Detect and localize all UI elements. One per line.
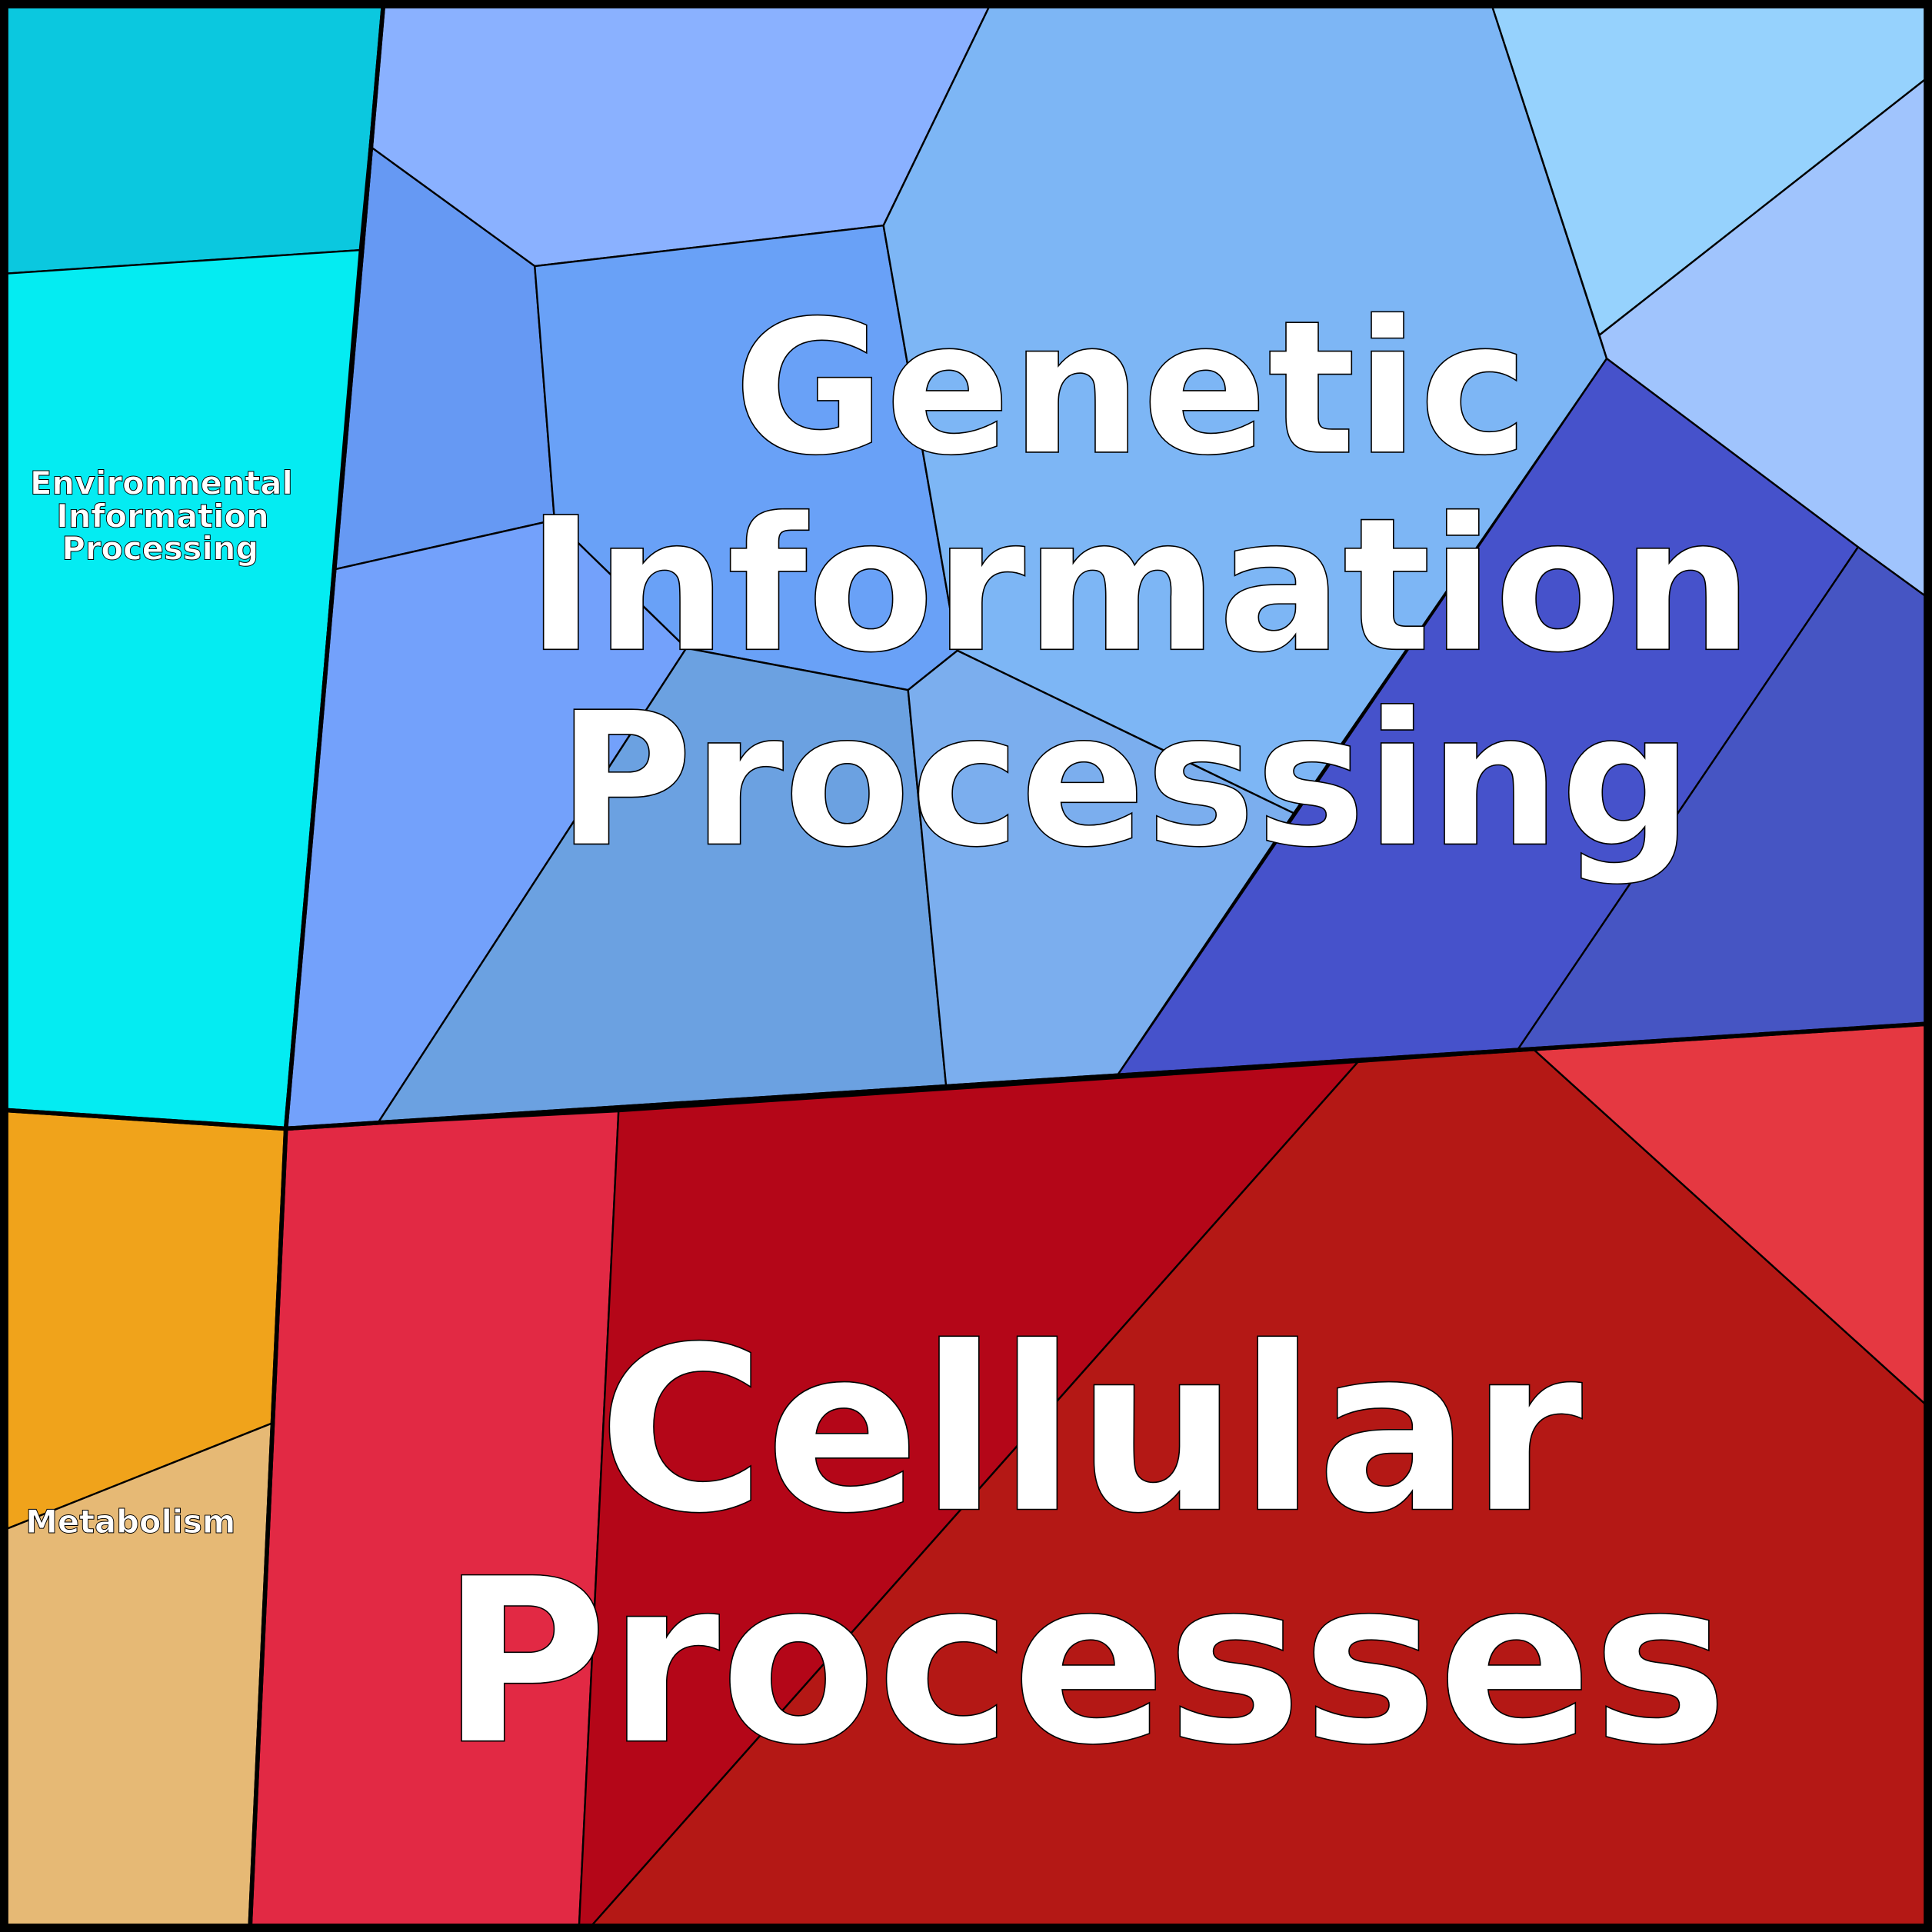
- label-line: Genetic: [734, 281, 1529, 496]
- label-line: Information: [56, 498, 268, 535]
- label-line: Cellular: [598, 1298, 1584, 1564]
- label-line: Processing: [62, 529, 258, 567]
- treemap-cell-environmental-information-processing: [5, 5, 385, 275]
- label-genetic-information-processing: Genetic Information Processing: [526, 280, 1754, 888]
- label-environmental-information-processing: Environmental Information Processing: [29, 464, 293, 568]
- label-line: Processing: [557, 672, 1693, 888]
- treemap-cell-cellular-processes: [248, 1110, 620, 1927]
- label-cellular-processes: Cellular Processes: [440, 1297, 1728, 1796]
- label-line: Environmental: [30, 464, 293, 501]
- treemap-cell-genetic-information-processing: [907, 649, 1295, 1089]
- label-line: Processes: [441, 1530, 1728, 1795]
- label-line: Information: [527, 478, 1754, 693]
- label-line: Metabolism: [25, 1503, 235, 1541]
- label-metabolism: Metabolism: [25, 1502, 236, 1541]
